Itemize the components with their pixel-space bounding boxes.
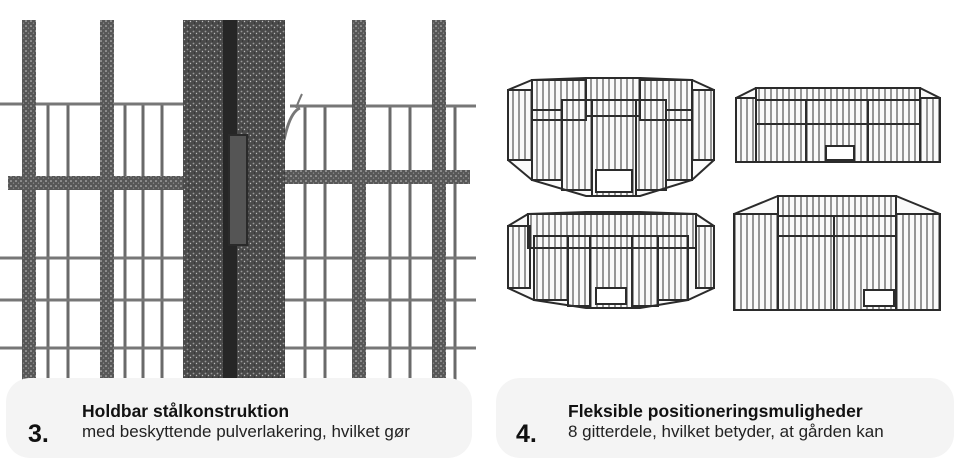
- pen-configurations-photo: [492, 0, 960, 380]
- hexagon-pen: [507, 211, 715, 309]
- rectangle-pen: [735, 87, 941, 163]
- feature-description: 8 gitterdele, hvilket betyder, at gården…: [568, 422, 884, 441]
- feature-title: Fleksible positioneringsmuligheder: [568, 401, 863, 421]
- octagon-pen: [507, 77, 715, 197]
- feature-number: 4.: [516, 420, 537, 448]
- feature-number: 3.: [28, 420, 49, 448]
- long-pen: [733, 195, 941, 311]
- feature-panel-4: 4. Fleksible positioneringsmuligheder 8 …: [492, 0, 960, 458]
- steel-closeup-photo: [0, 0, 476, 380]
- feature-title: Holdbar stålkonstruktion: [82, 401, 290, 421]
- feature-panel-3: 3. Holdbar stålkonstruktion med beskytte…: [0, 0, 476, 458]
- feature-description: med beskyttende pulverlakering, hvilket …: [82, 422, 410, 441]
